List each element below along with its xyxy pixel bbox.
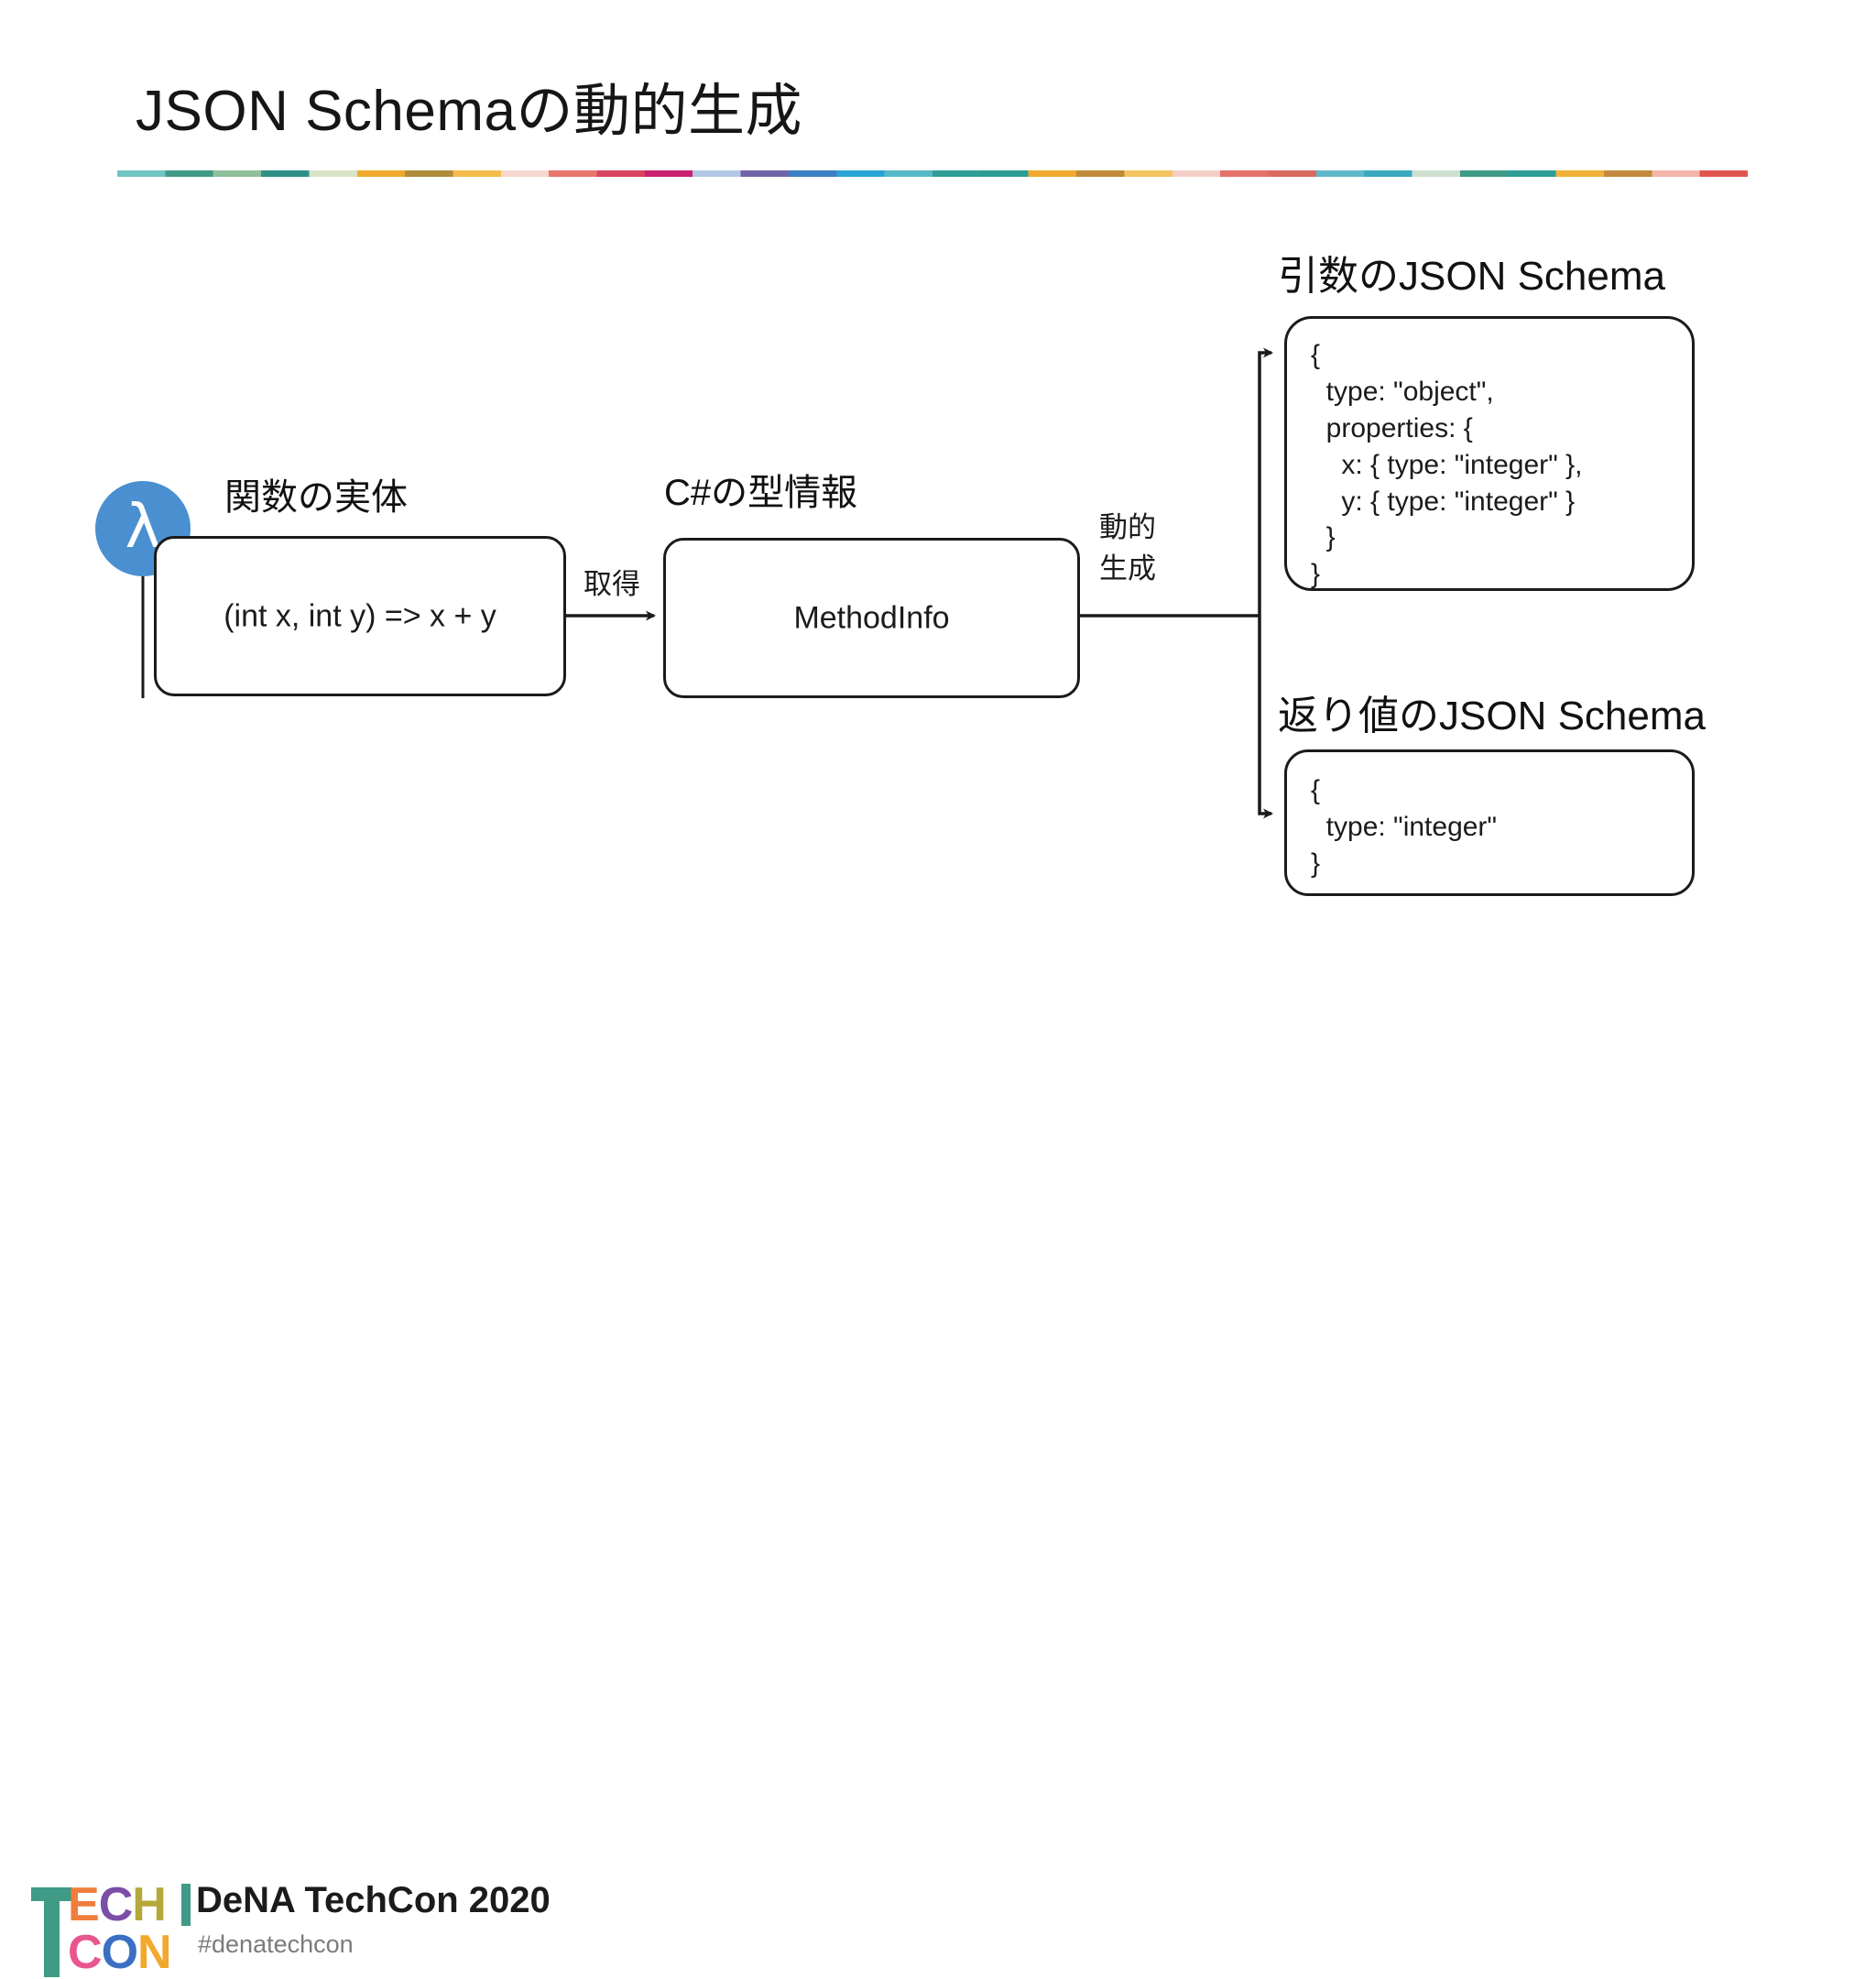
page-title: JSON Schemaの動的生成 xyxy=(136,80,803,143)
logo-letter-h: H xyxy=(132,1878,167,1931)
argument-schema-code: { type: "object", properties: { x: { typ… xyxy=(1311,340,1583,590)
node-function-body: (int x, int y) => x + y xyxy=(154,536,566,696)
logo-t-crossbar xyxy=(31,1887,72,1901)
heading-csharp-type-info: C#の型情報 xyxy=(664,473,858,513)
edge-label-acquire: 取得 xyxy=(584,568,640,600)
edge-label-dynamic-generation-line2: 生成 xyxy=(1099,552,1156,585)
footer-event-title: DeNA TechCon 2020 xyxy=(196,1880,551,1920)
node-csharp-type-info: MethodInfo xyxy=(663,538,1080,698)
lambda-glyph: λ xyxy=(125,491,161,562)
return-schema-code: { type: "integer" } xyxy=(1311,775,1498,879)
heading-argument-schema: 引数のJSON Schema xyxy=(1278,254,1665,299)
node-argument-schema: { type: "object", properties: { x: { typ… xyxy=(1284,316,1695,591)
edge-label-dynamic-generation: 動的 生成 xyxy=(1099,508,1156,590)
logo-letter-n: N xyxy=(137,1926,172,1979)
logo-letter-c: C xyxy=(98,1878,134,1931)
logo-right-tick xyxy=(181,1884,191,1926)
edge-label-dynamic-generation-line1: 動的 xyxy=(1099,511,1156,543)
connector-lines xyxy=(141,347,1273,819)
heading-function-body: 関数の実体 xyxy=(224,477,408,518)
logo-letter-c: C xyxy=(68,1926,103,1979)
footer-hashtag: #denatechcon xyxy=(198,1930,354,1958)
logo-letter-e: E xyxy=(68,1878,100,1931)
node-function-body-text: (int x, int y) => x + y xyxy=(224,598,496,633)
node-csharp-type-info-text: MethodInfo xyxy=(793,600,950,635)
node-return-schema: { type: "integer" } xyxy=(1284,749,1695,896)
heading-return-schema: 返り値のJSON Schema xyxy=(1278,694,1706,738)
slide-root: JSON Schemaの動的生成 λ xyxy=(0,80,1876,1977)
logo-letter-o: O xyxy=(101,1926,138,1979)
title-divider-bar xyxy=(117,170,1748,177)
